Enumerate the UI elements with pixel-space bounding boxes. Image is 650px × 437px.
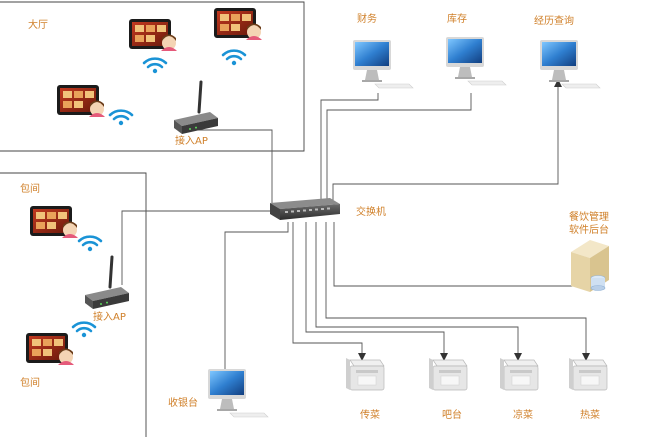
server-label-line2: 软件后台 (569, 223, 609, 236)
private-room-zone-border (0, 172, 147, 437)
hall-zone-border (0, 1, 305, 152)
tablet-icon (26, 333, 74, 365)
monitor-icon (352, 39, 414, 89)
tablet-icon (214, 8, 262, 40)
server-label-line1: 餐饮管理 (569, 210, 609, 223)
printer-bar-label: 吧台 (442, 408, 462, 421)
private-room-label-top: 包间 (20, 182, 40, 195)
tablet-icon (57, 85, 105, 117)
wifi-icon (108, 109, 134, 127)
receipt-printer-icon (428, 357, 468, 391)
tablet-icon (129, 19, 177, 51)
connection-lines (121, 85, 587, 374)
printer-hot-label: 热菜 (580, 408, 600, 421)
cashier-label: 收银台 (168, 396, 198, 409)
server-icon (571, 240, 609, 292)
arrowheads (358, 79, 590, 361)
router-icon (172, 80, 220, 136)
wifi-icon (142, 57, 168, 75)
inventory-label: 库存 (447, 12, 467, 25)
tablet-icon (30, 206, 78, 238)
wifi-icon (71, 321, 97, 339)
monitor-icon (539, 39, 601, 89)
printer-pass-label: 传菜 (360, 409, 380, 421)
finance-label: 财务 (357, 12, 377, 25)
access-point-label-bottom: 接入AP (93, 310, 126, 323)
receipt-printer-icon (568, 357, 608, 391)
monitor-icon (445, 36, 507, 86)
network-switch-icon (270, 198, 340, 220)
printer-cold-label: 凉菜 (513, 408, 533, 421)
wifi-icon (77, 235, 103, 253)
access-point-label-top: 接入AP (175, 134, 208, 147)
receipt-printer-icon (499, 357, 539, 391)
switch-label: 交换机 (356, 205, 386, 218)
wifi-icon (221, 49, 247, 67)
receipt-printer-icon (345, 357, 385, 391)
private-room-label-bottom: 包间 (20, 376, 40, 389)
manager-query-label: 经历查询 (534, 14, 574, 27)
monitor-icon (207, 368, 269, 418)
hall-label: 大厅 (28, 18, 48, 31)
